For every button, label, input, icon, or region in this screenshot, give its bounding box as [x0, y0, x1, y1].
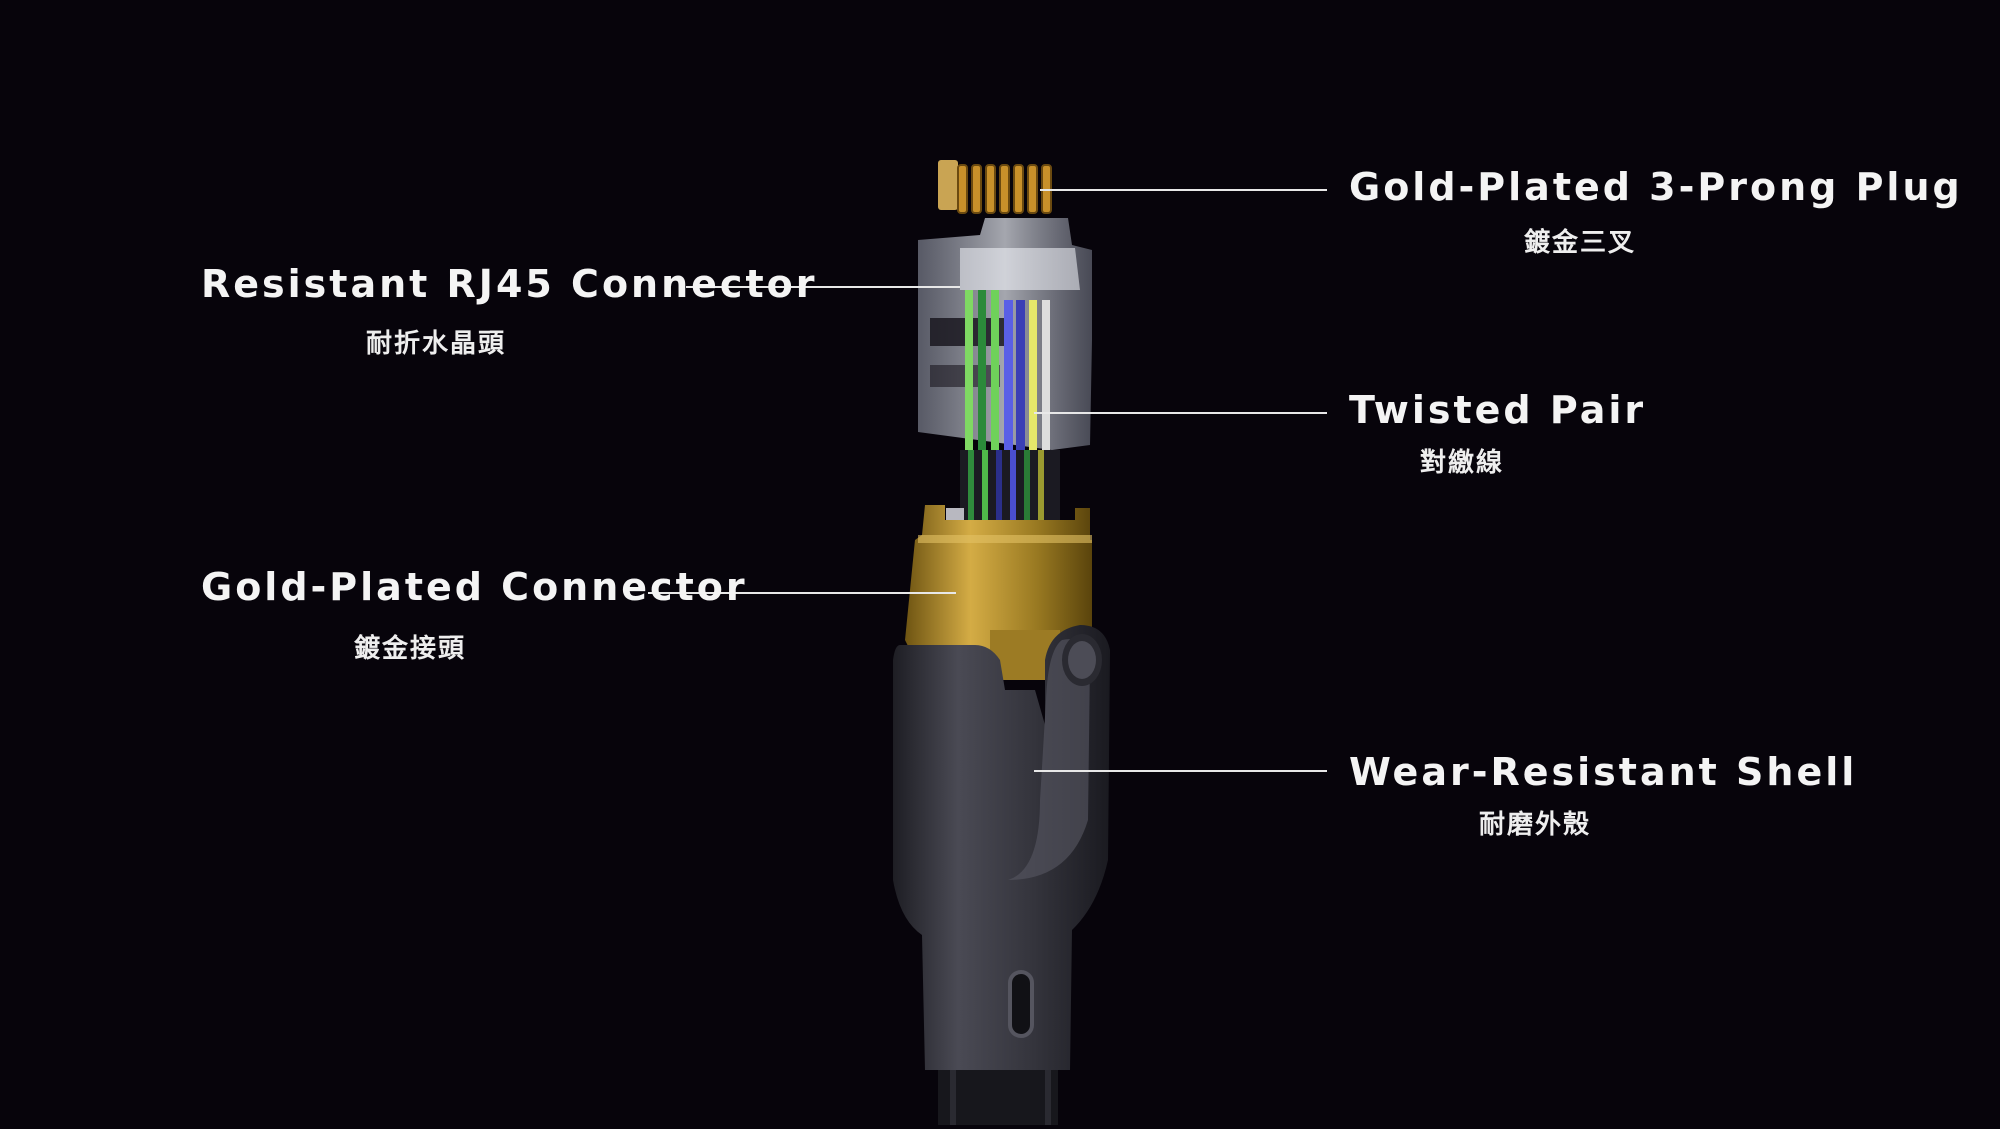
leader-line-gold-prong-plug [1040, 189, 1327, 191]
gold-connector-label-zh: 鍍金接頭 [354, 634, 467, 664]
gold-connector-label: Gold-Plated Connector [201, 565, 748, 609]
leader-line-twisted-pair [1034, 412, 1327, 414]
wear-shell-label-zh: 耐磨外殼 [1479, 810, 1592, 840]
gold-prong-plug-label: Gold-Plated 3-Prong Plug [1349, 165, 1963, 209]
gold-prong-plug-part [938, 160, 1052, 214]
rj45-housing-part [918, 218, 1092, 450]
wear-shell-label: Wear-Resistant Shell [1349, 750, 1858, 794]
leader-line-wear-shell [1034, 770, 1327, 772]
gold-prong-plug-label-zh: 鍍金三叉 [1524, 228, 1637, 258]
twisted-pair-label-zh: 對繳線 [1420, 448, 1505, 478]
wear-resistant-shell-part [893, 625, 1110, 1125]
twisted-pair-label: Twisted Pair [1349, 388, 1647, 432]
rj45-connector-label: Resistant RJ45 Connector [201, 262, 818, 306]
leader-line-rj45-connector [686, 286, 960, 288]
gold-connector-part [905, 505, 1092, 680]
leader-line-gold-connector [648, 592, 956, 594]
rj45-connector-label-zh: 耐折水晶頭 [366, 329, 507, 359]
